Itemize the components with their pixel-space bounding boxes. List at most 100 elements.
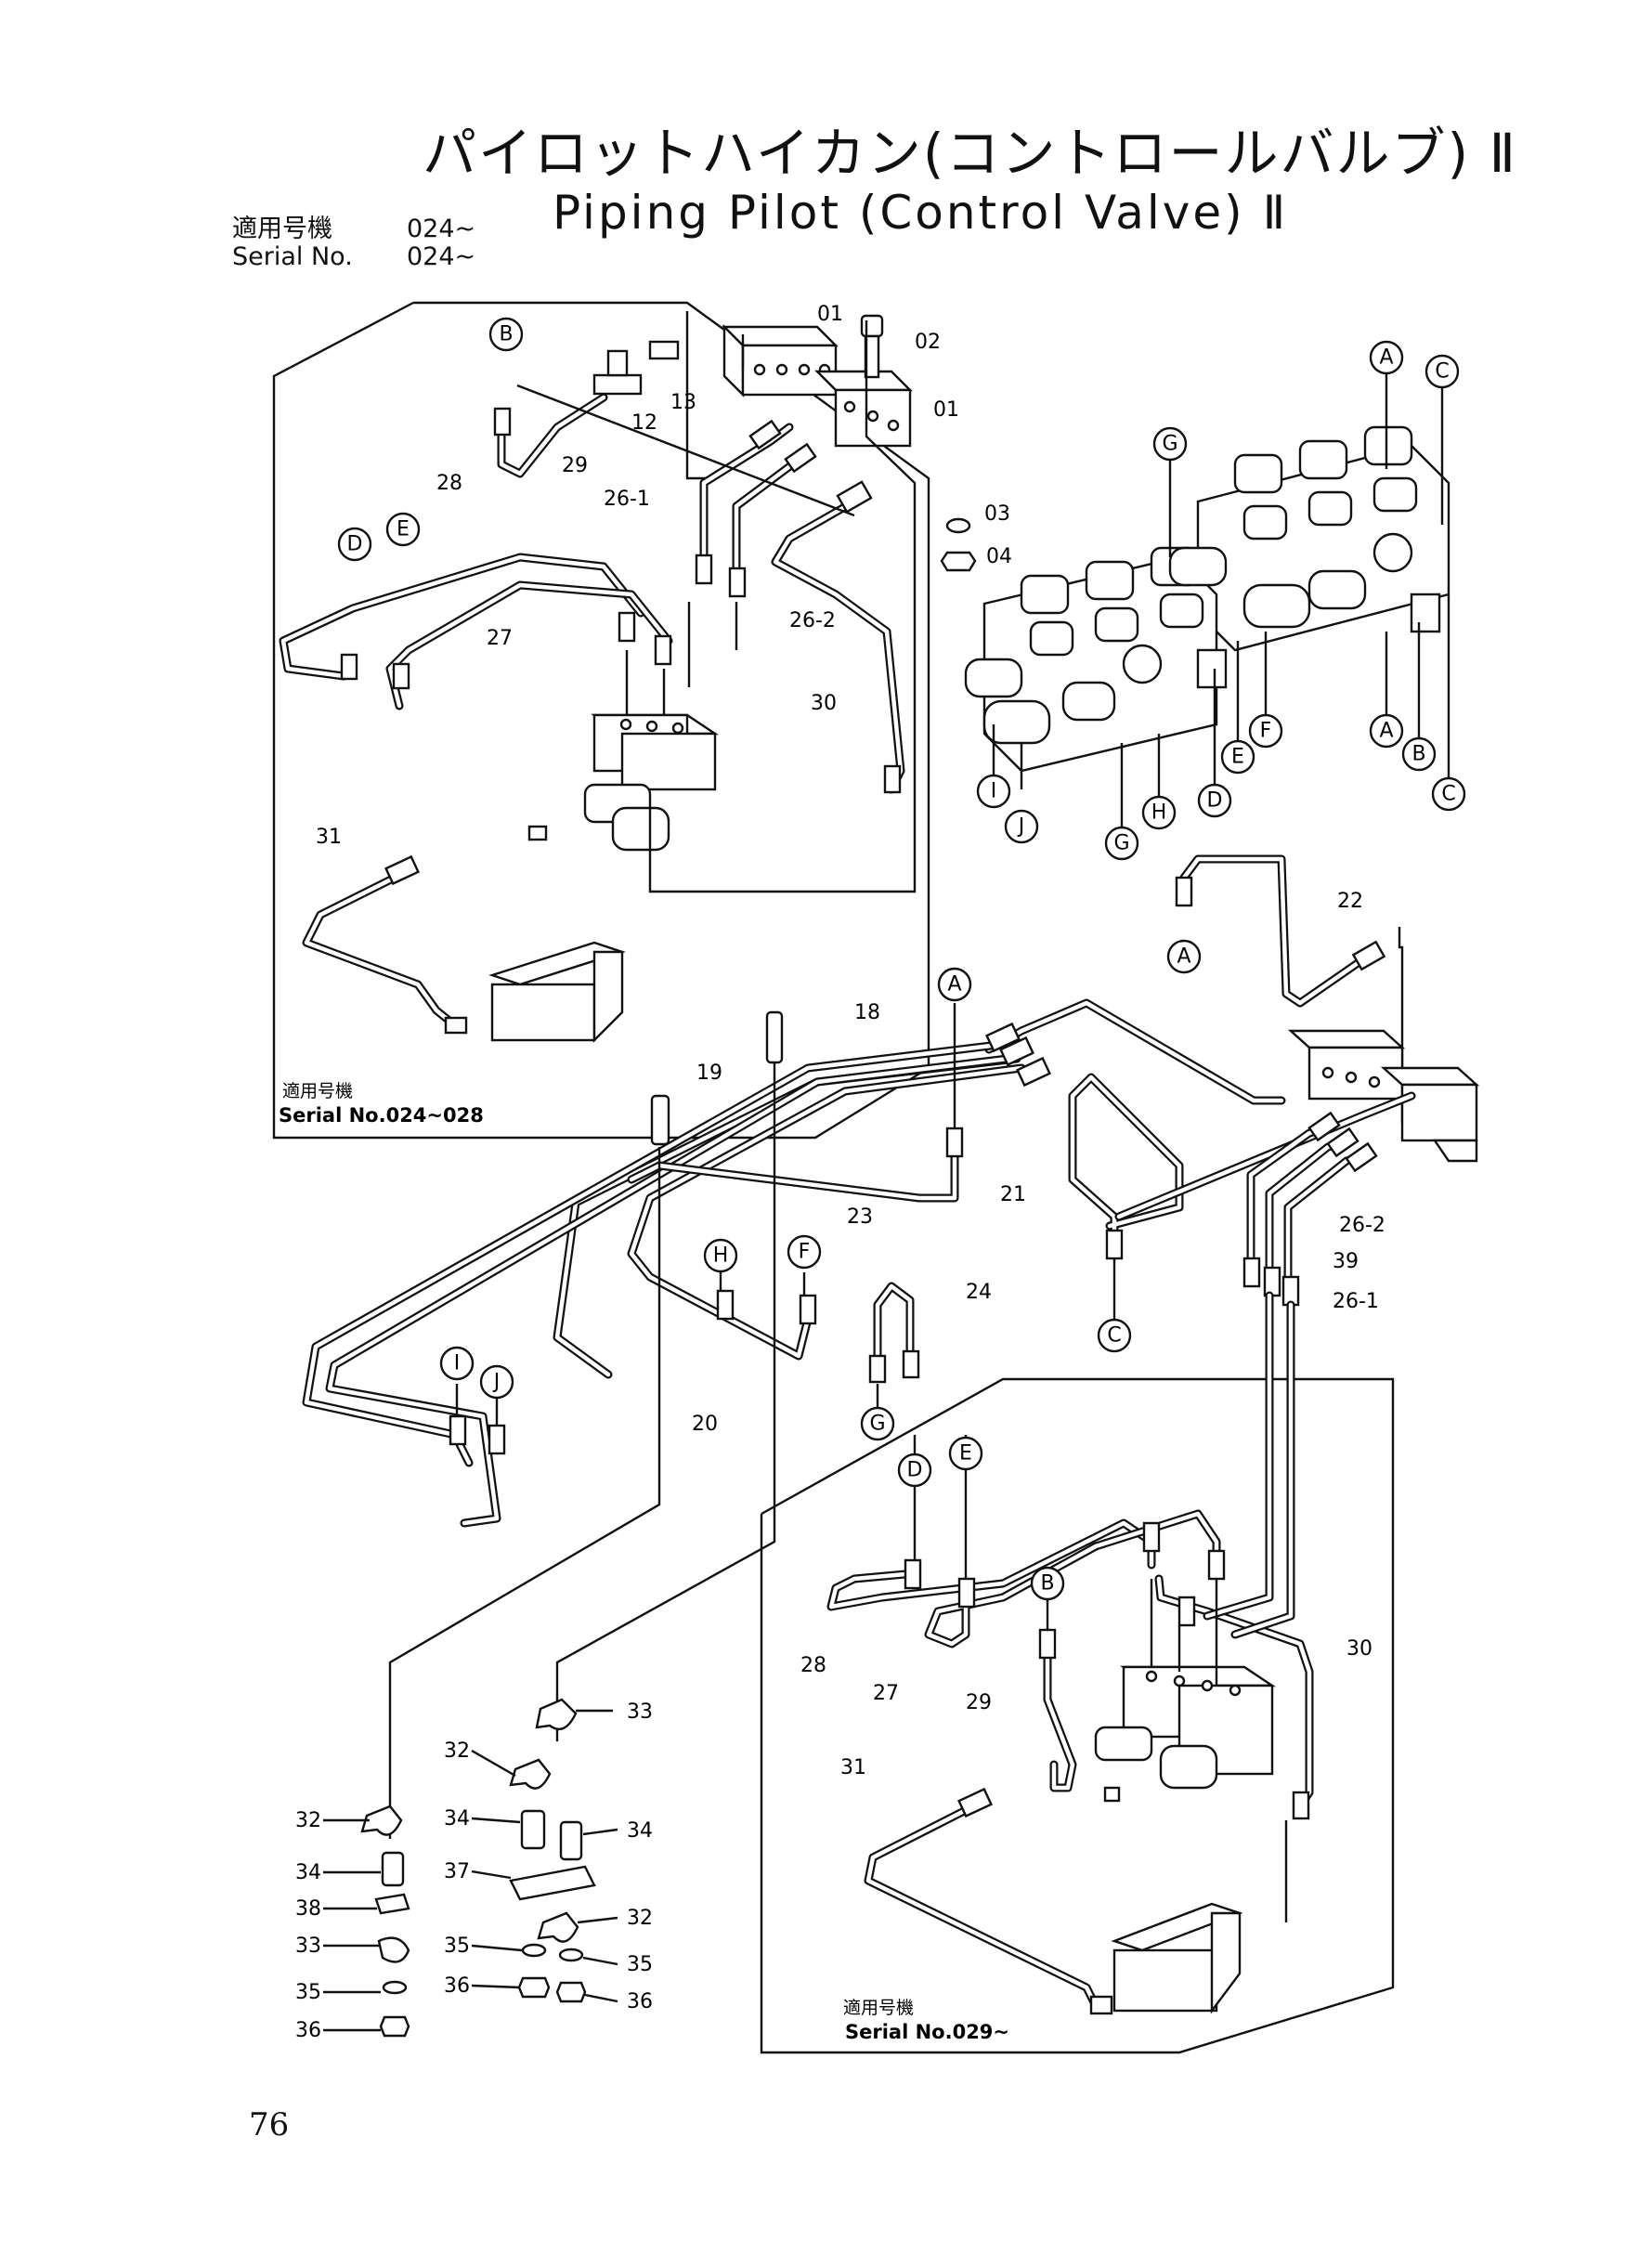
callout-c: C	[1424, 354, 1460, 389]
fitting	[883, 764, 902, 794]
manifold-block-middle-upper	[1287, 1029, 1406, 1101]
svg-text:F: F	[799, 1241, 811, 1264]
leader	[471, 1944, 523, 1952]
svg-text:F: F	[1260, 720, 1272, 743]
applicability-en-label: Serial No.	[232, 242, 353, 271]
fitting	[1089, 1995, 1113, 2015]
fitting	[1105, 1229, 1124, 1260]
pilot-valve-block-bottom	[1094, 1665, 1276, 1803]
part-label-29: 29	[966, 1691, 992, 1714]
callout-c: C	[1097, 1318, 1132, 1353]
part-label-33: 33	[295, 1935, 321, 1958]
svg-text:B: B	[499, 323, 513, 346]
pipe-30-top	[771, 497, 905, 794]
svg-text:A: A	[1379, 346, 1393, 370]
fitting	[836, 480, 873, 514]
callout-j: J	[479, 1364, 514, 1400]
part-label-27: 27	[873, 1682, 899, 1705]
fitting	[957, 1577, 976, 1609]
part-label-01: 01	[817, 303, 843, 326]
fitting	[902, 1349, 920, 1379]
callout-b: B	[488, 317, 524, 352]
leader	[471, 1984, 521, 1989]
callout-d: D	[337, 527, 372, 562]
part-label-32: 32	[295, 1809, 321, 1832]
part-label-28: 28	[800, 1654, 826, 1677]
page-number: 76	[249, 2106, 290, 2143]
svg-text:D: D	[347, 533, 363, 556]
applicability-jp-label: 適用号機	[232, 215, 332, 243]
callout-j: J	[1004, 809, 1039, 844]
leader	[685, 311, 706, 480]
pipe-20	[627, 1063, 1026, 1361]
callout-b: B	[1030, 1566, 1065, 1601]
clamp-stack-middle	[509, 1758, 596, 1999]
fitting	[695, 554, 713, 585]
clamp-stack-left	[360, 1804, 410, 2038]
part-label-27: 27	[487, 627, 513, 650]
fitting	[728, 567, 747, 598]
part-label-22: 22	[1337, 890, 1363, 913]
leader	[388, 1147, 661, 1839]
pipe-21	[1068, 1073, 1184, 1240]
part-label-37: 37	[444, 1860, 470, 1883]
fitting	[1351, 940, 1386, 971]
fitting	[392, 662, 410, 690]
part-label-34: 34	[627, 1819, 653, 1843]
part-label-31: 31	[840, 1756, 866, 1779]
fitting	[449, 1414, 467, 1446]
svg-text:G: G	[1113, 832, 1129, 855]
leader	[516, 384, 855, 517]
callout-i: I	[439, 1346, 475, 1381]
part-label-38: 38	[295, 1897, 321, 1921]
fitting	[654, 634, 672, 666]
fitting	[1242, 1257, 1261, 1288]
part-label-36: 36	[295, 2019, 321, 2042]
callout-h: H	[703, 1238, 738, 1273]
callout-e: E	[1220, 739, 1255, 775]
svg-text:I: I	[454, 1352, 461, 1375]
fitting	[444, 1016, 468, 1035]
part-label-35: 35	[444, 1935, 470, 1958]
part-label-18: 18	[854, 1001, 880, 1024]
pipe-29-top	[497, 393, 608, 478]
part-label-31: 31	[316, 826, 342, 849]
part-label-34: 34	[444, 1807, 470, 1831]
svg-text:E: E	[1231, 746, 1244, 769]
part-label-35: 35	[627, 1953, 653, 1976]
svg-text:A: A	[947, 973, 961, 997]
pipe-28-top	[279, 553, 645, 681]
leader	[471, 1817, 521, 1824]
svg-text:H: H	[713, 1244, 729, 1268]
tee-fitting-12	[592, 349, 643, 396]
clamp-pin	[650, 1094, 670, 1146]
pipe-31-bottom	[864, 1802, 1100, 2011]
callout-d: D	[1197, 783, 1232, 818]
fitting	[904, 1558, 922, 1590]
leader	[577, 1916, 618, 1924]
clamp-stack-right	[535, 1698, 587, 2003]
svg-text:D: D	[1207, 789, 1223, 813]
leader	[584, 1993, 618, 2003]
pipe-21-run	[1114, 1091, 1416, 1221]
fitting	[945, 1127, 964, 1158]
pipe-31-top	[302, 868, 455, 1026]
pilot-valve-block-top	[527, 713, 719, 852]
part-label-26-1: 26-1	[1333, 1290, 1379, 1313]
part-label-36: 36	[444, 1974, 470, 1998]
fitting	[784, 442, 817, 474]
fitting	[493, 407, 512, 436]
fitting	[488, 1424, 506, 1455]
clamp-pin	[765, 1010, 784, 1064]
fitting	[1016, 1056, 1051, 1088]
part-label-19: 19	[696, 1062, 722, 1085]
part-label-34: 34	[295, 1861, 321, 1884]
part-label-35: 35	[295, 1981, 321, 2004]
callout-d: D	[897, 1453, 932, 1488]
fitting	[799, 1294, 817, 1325]
svg-text:H: H	[1151, 801, 1167, 825]
fitting	[1326, 1127, 1359, 1158]
fitting	[384, 854, 420, 886]
